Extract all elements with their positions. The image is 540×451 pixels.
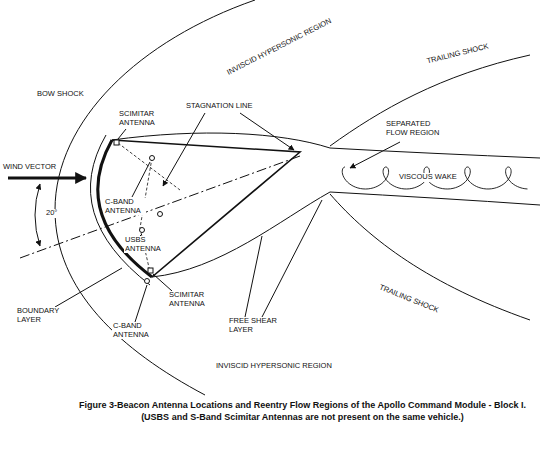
antenna-label: SCIMITAR ANTENNA: [168, 291, 222, 308]
leader-line: [153, 274, 172, 291]
leader-line: [350, 142, 400, 168]
leader-line: [132, 162, 150, 197]
region-label: SEPARATED FLOW REGION: [385, 120, 449, 137]
antenna-label: C-BAND ANTENNA: [104, 198, 146, 215]
leader-line: [240, 113, 294, 150]
leader-line: [245, 236, 262, 317]
angle-arc: [35, 184, 40, 246]
usbs-antenna-mark: [140, 228, 145, 233]
bow-shock: [55, 0, 255, 395]
free-shear-layer: [152, 192, 540, 277]
shock-label: TRAILING SHOCK: [377, 283, 441, 315]
antenna-label: SCIMITAR ANTENNA: [118, 110, 172, 127]
scimitar-antenna-mark: [114, 140, 119, 145]
angle-label: 20°: [45, 209, 58, 218]
trailing-shock: [330, 55, 530, 146]
leader-line: [55, 268, 122, 307]
c-band-antenna-mark: [145, 279, 150, 284]
capsule-axis: [20, 156, 300, 258]
layer-label: BOUNDARY LAYER: [16, 307, 62, 324]
scimitar-antenna-mark: [148, 268, 153, 273]
figure-caption: Figure 3-Beacon Antenna Locations and Re…: [70, 400, 535, 423]
antenna-line: [118, 143, 180, 190]
vector-label: WIND VECTOR: [2, 163, 57, 172]
trailing-shock: [330, 194, 530, 320]
wake-vortex: [342, 167, 527, 189]
leader-line: [135, 285, 147, 322]
region-label: INVISCID HYPERSONIC REGION: [225, 16, 334, 77]
shock-label: TRAILING SHOCK: [425, 42, 490, 66]
layer-label: FREE SHEAR LAYER: [228, 317, 280, 334]
wind-vector-arrow: [8, 177, 86, 180]
leader-line: [262, 200, 322, 317]
region-label: VISCOUS WAKE: [398, 173, 458, 182]
leader-line: [118, 129, 126, 139]
antenna-label: USBS ANTENNA: [124, 236, 162, 253]
antenna-line: [140, 158, 152, 228]
usbs-antenna-mark: [158, 212, 163, 217]
region-label: INVISCID HYPERSONIC REGION: [215, 362, 333, 371]
c-band-antenna-mark: [150, 156, 155, 161]
shock-label: BOW SHOCK: [36, 90, 85, 99]
free-shear-layer: [112, 133, 540, 158]
antenna-label: C-BAND ANTENNA: [112, 322, 156, 339]
heat-shield: [98, 140, 152, 277]
flow-label: STAGNATION LINE: [185, 102, 253, 111]
